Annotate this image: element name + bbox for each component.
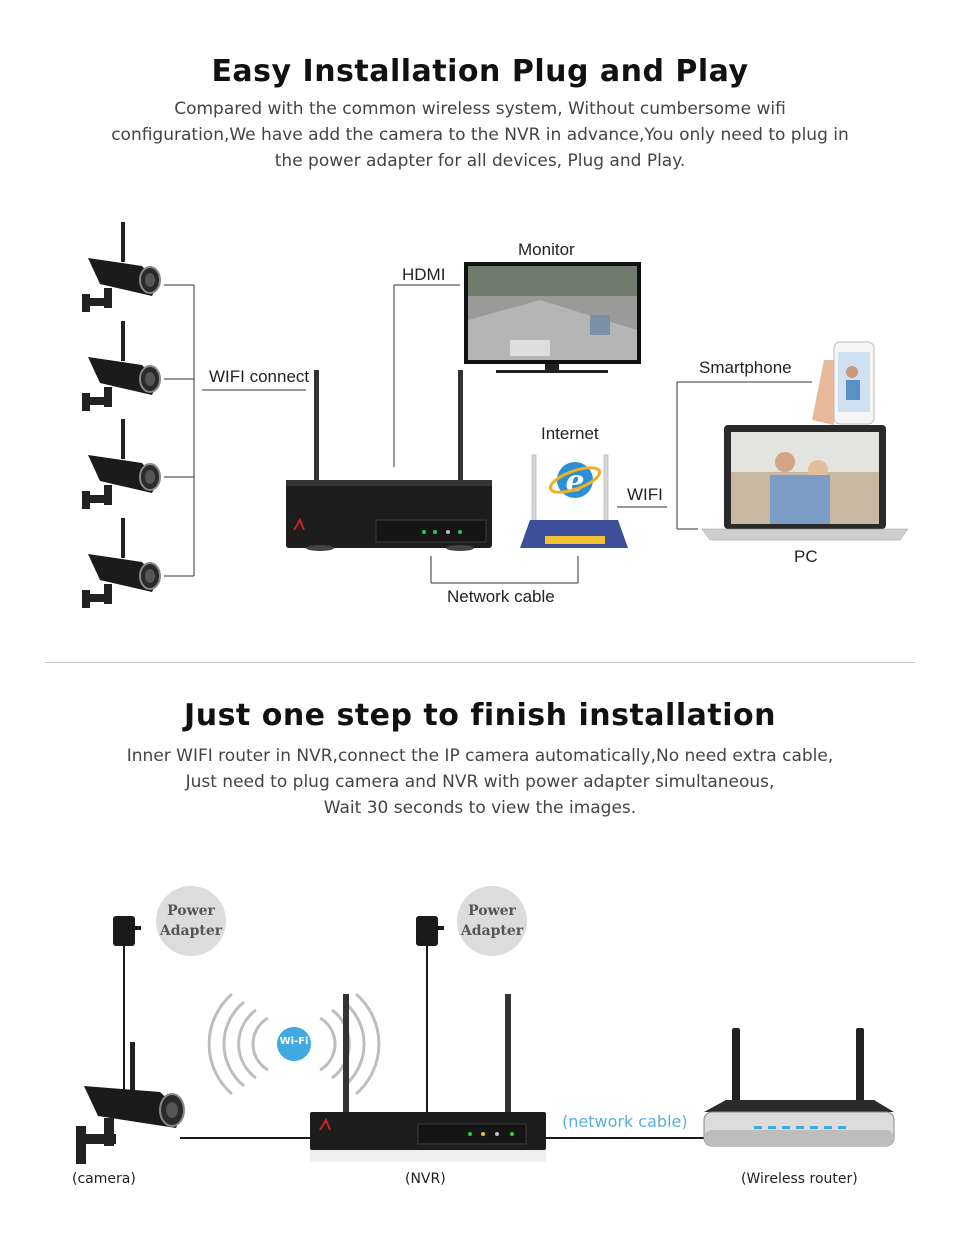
monitor-icon xyxy=(464,262,641,373)
internet-router-icon: e xyxy=(520,454,628,548)
nvr-device-icon xyxy=(286,370,492,551)
smartphone-icon xyxy=(812,341,875,425)
laptop-icon xyxy=(701,425,909,541)
camera-icon-large xyxy=(76,1042,185,1164)
power-adapter-badge-1: Power Adapter xyxy=(156,886,226,956)
internet-label: Internet xyxy=(541,424,599,443)
hdmi-label: HDMI xyxy=(402,265,446,284)
section2-description: Inner WIFI router in NVR,connect the IP … xyxy=(126,746,834,818)
pc-label: PC xyxy=(794,547,818,566)
section2-title: Just one step to finish installation xyxy=(184,698,776,733)
nvr-caption: (NVR) xyxy=(405,1171,446,1187)
section1-diagram: e xyxy=(81,221,909,609)
wifi-badge-circle xyxy=(277,1027,311,1061)
smartphone-label: Smartphone xyxy=(699,358,792,377)
wifi-badge-label: Wi-Fi xyxy=(279,1036,309,1047)
power-plug-icon-2 xyxy=(416,916,444,1112)
power-plug-icon-1 xyxy=(113,916,141,1095)
camera-caption: (camera) xyxy=(72,1171,136,1187)
section-divider xyxy=(45,662,915,663)
network-cable-caption: (network cable) xyxy=(562,1112,688,1131)
network-cable-label: Network cable xyxy=(447,587,555,606)
wireless-router-caption: (Wireless router) xyxy=(741,1171,858,1187)
wifi-waves-icon xyxy=(207,992,381,1096)
wireless-router-icon xyxy=(703,1028,895,1147)
wifi-connect-label: WIFI connect xyxy=(209,367,310,386)
power-adapter-badge-2: Power Adapter xyxy=(457,886,527,956)
wifi-label: WIFI xyxy=(627,485,663,504)
monitor-label: Monitor xyxy=(518,240,575,259)
section1-description: Compared with the common wireless system… xyxy=(111,99,849,171)
nvr-device-icon-large xyxy=(310,994,546,1162)
section1-title: Easy Installation Plug and Play xyxy=(211,54,749,89)
camera-bracket-lines xyxy=(164,284,812,584)
